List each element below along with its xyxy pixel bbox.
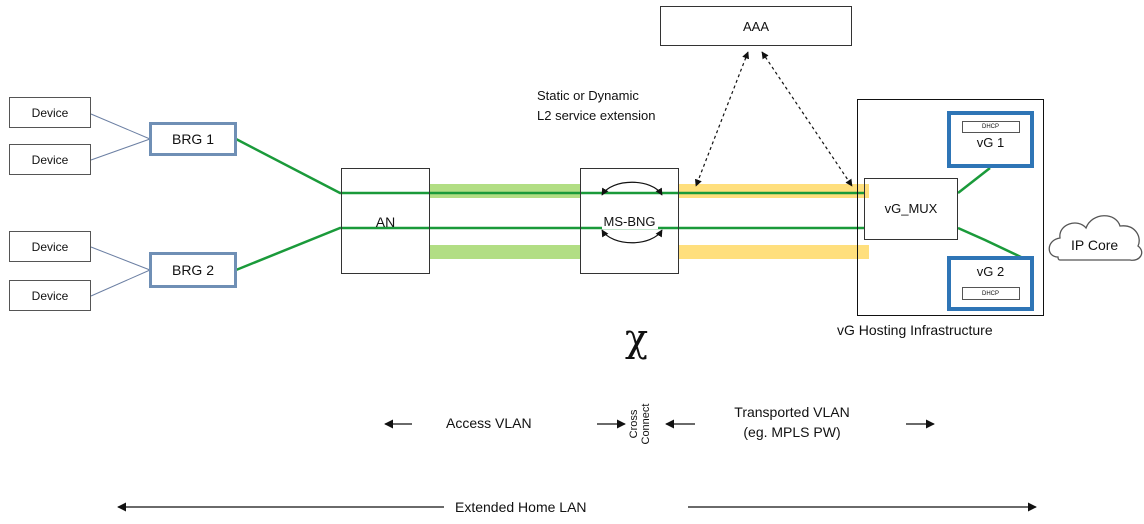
device-1: Device [9,97,91,128]
aaa-server: AAA [660,6,852,46]
chi-symbol: χ [625,316,649,360]
l2-extension-label: Static or Dynamic L2 service extension [537,86,656,126]
ms-bng: MS-BNG [580,168,679,274]
access-node-label: AN [375,214,396,230]
l2-extension-line-2: L2 service extension [537,108,656,123]
ip-core-label: IP Core [1071,237,1119,253]
l2-extension-line-1: Static or Dynamic [537,88,639,103]
vlan-arrows [117,419,1037,512]
cross-connect-line-1: Cross [628,409,640,439]
brg-1: BRG 1 [149,122,237,156]
device-4: Device [9,280,91,311]
brg-2: BRG 2 [149,252,237,288]
cross-connect-label: Cross Connect [628,400,652,448]
service-lines [235,137,1024,272]
access-vlan-band-top [430,184,580,198]
vg-2-dhcp: DHCP [961,287,1020,300]
access-node: AN [341,168,430,274]
vg-hosting-infrastructure [857,99,1044,316]
vg-1-dhcp: DHCP [961,121,1020,133]
extended-home-lan-label: Extended Home LAN [455,499,587,515]
vg-mux: vG_MUX [864,178,958,240]
cross-connect-line-2: Connect [640,403,652,445]
hosting-label: vG Hosting Infrastructure [837,322,993,338]
access-vlan-band-bottom [430,245,580,259]
device-3: Device [9,231,91,262]
vg-2-label: vG 2 [976,264,1005,279]
transported-vlan-line-2: (eg. MPLS PW) [743,424,841,440]
cross-connect-arcs [601,181,663,244]
ms-bng-label: MS-BNG [601,213,658,229]
vg-2: vG 2 DHCP [947,256,1034,311]
aaa-links [694,51,853,187]
transported-band-top [679,184,869,198]
transported-vlan-line-1: Transported VLAN [734,404,850,420]
access-vlan-label: Access VLAN [446,415,532,431]
cloud-icon [1048,215,1143,261]
transported-vlan-label: Transported VLAN (eg. MPLS PW) [714,402,870,442]
device-links [90,113,151,297]
transported-band-bottom [679,245,869,259]
vg-mux-label: vG_MUX [882,200,940,216]
vg-1-label: vG 1 [976,135,1005,150]
vg-1: DHCP vG 1 [947,111,1034,168]
device-2: Device [9,144,91,175]
